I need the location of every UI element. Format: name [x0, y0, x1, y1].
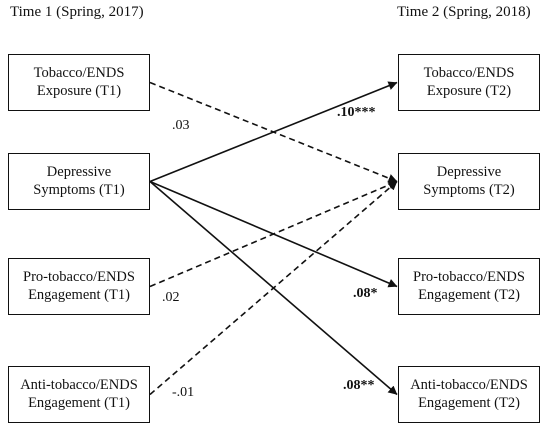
- node-label-line2: Engagement (T1): [28, 394, 130, 411]
- node-label-line1: Depressive: [46, 163, 112, 180]
- coef-depressive-t1-to-exposure-t2: .10***: [337, 105, 376, 120]
- node-label-line2: Symptoms (T2): [423, 181, 515, 198]
- node-tobacco-ends-exposure-t2: Tobacco/ENDS Exposure (T2): [398, 54, 540, 111]
- node-depressive-symptoms-t1: Depressive Symptoms (T1): [8, 153, 150, 210]
- coef-pro-engagement-t1-to-depressive-t2: .02: [162, 290, 180, 305]
- coef-exposure-t1-to-depressive-t2: .03: [172, 118, 190, 133]
- node-label-line1: Depressive: [436, 163, 502, 180]
- coef-depressive-t1-to-anti-engagement-t2: .08**: [343, 378, 375, 393]
- node-label-line2: Engagement (T2): [418, 286, 520, 303]
- node-label-line1: Pro-tobacco/ENDS: [23, 268, 135, 285]
- node-label-line1: Tobacco/ENDS: [33, 64, 125, 81]
- node-depressive-symptoms-t2: Depressive Symptoms (T2): [398, 153, 540, 210]
- node-label-line2: Engagement (T1): [28, 286, 130, 303]
- node-label-line2: Engagement (T2): [418, 394, 520, 411]
- node-tobacco-ends-exposure-t1: Tobacco/ENDS Exposure (T1): [8, 54, 150, 111]
- node-pro-tobacco-ends-engagement-t1: Pro-tobacco/ENDS Engagement (T1): [8, 258, 150, 315]
- node-label-line2: Exposure (T2): [426, 82, 512, 99]
- coef-depressive-t1-to-pro-engagement-t2: .08*: [353, 286, 378, 301]
- node-pro-tobacco-ends-engagement-t2: Pro-tobacco/ENDS Engagement (T2): [398, 258, 540, 315]
- node-anti-tobacco-ends-engagement-t1: Anti-tobacco/ENDS Engagement (T1): [8, 366, 150, 423]
- node-label-line1: Pro-tobacco/ENDS: [413, 268, 525, 285]
- time2-header: Time 2 (Spring, 2018): [397, 4, 531, 20]
- node-label-line2: Exposure (T1): [36, 82, 122, 99]
- path-arrow-left-3-to-right-1: [149, 180, 398, 396]
- node-label-line1: Tobacco/ENDS: [423, 64, 515, 81]
- node-label-line1: Anti-tobacco/ENDS: [410, 376, 528, 393]
- time1-header: Time 1 (Spring, 2017): [10, 4, 144, 20]
- node-label-line1: Anti-tobacco/ENDS: [20, 376, 138, 393]
- path-arrow-left-1-to-right-0: [149, 81, 398, 183]
- node-anti-tobacco-ends-engagement-t2: Anti-tobacco/ENDS Engagement (T2): [398, 366, 540, 423]
- path-arrow-left-2-to-right-1: [149, 180, 398, 288]
- coef-anti-engagement-t1-to-depressive-t2: -.01: [172, 385, 195, 400]
- node-label-line2: Symptoms (T1): [33, 181, 125, 198]
